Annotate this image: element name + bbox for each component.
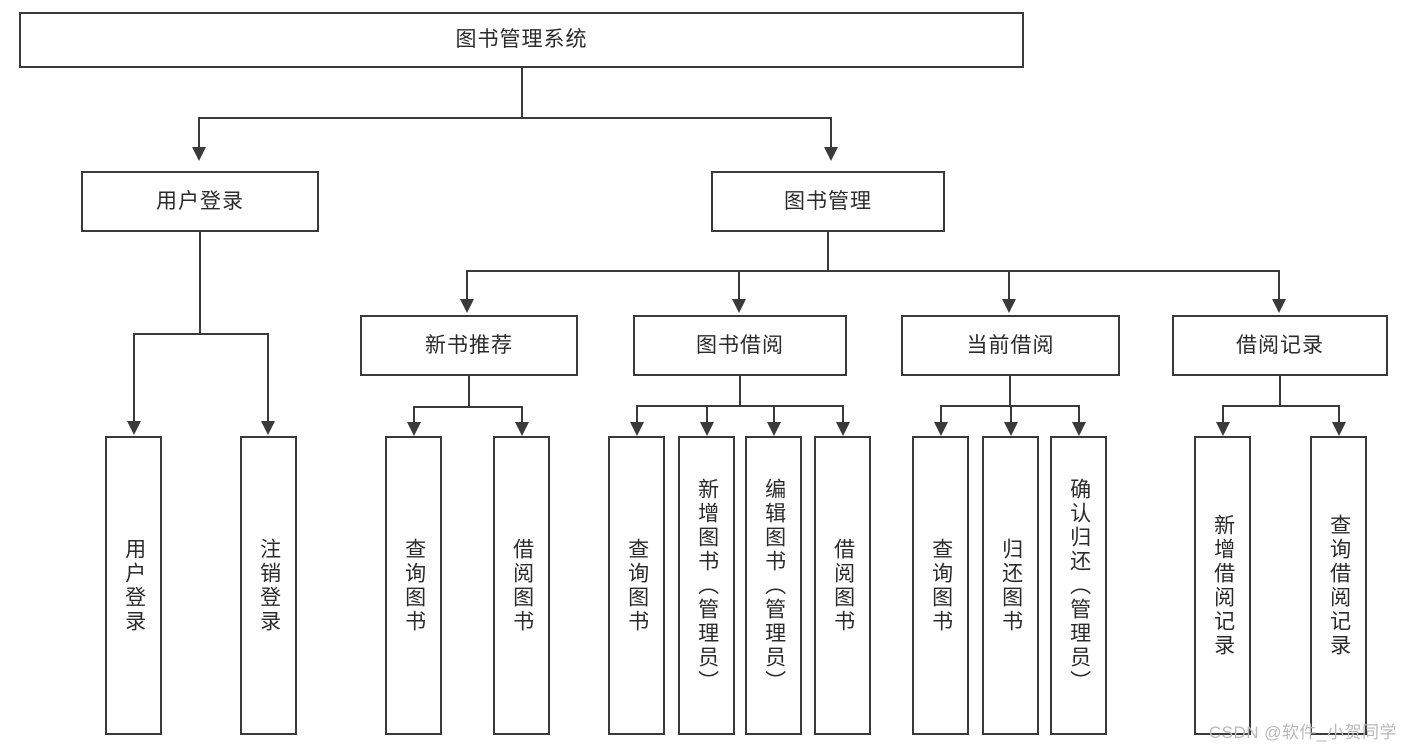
arrowhead-bm-to-book-borrow	[732, 299, 746, 313]
leaf-label: 归还图书	[999, 537, 1023, 634]
arrowhead-nb-to-leaf-0	[407, 422, 421, 436]
arrowhead-bm-to-current-borrow	[1002, 299, 1016, 313]
arrowhead-br-to-leaf-0	[1216, 422, 1230, 436]
node-label: 当前借阅	[966, 333, 1055, 357]
leaf-label: 确认归还（管理员）	[1067, 477, 1091, 694]
arrowhead-bb-to-leaf-0	[630, 422, 644, 436]
connector-user-login-to-leaf-0	[133, 333, 135, 421]
connector-book-borrow-stem	[739, 376, 741, 406]
connector-cb-to-leaf-0	[940, 405, 942, 422]
connector-book-borrow-branch-bar	[636, 405, 844, 407]
node-label: 借阅记录	[1236, 333, 1324, 357]
connector-bm-to-current-borrow	[1008, 270, 1010, 299]
connector-book-management-stem	[827, 232, 829, 271]
leaf-new-book-recommend-1[interactable]: 借阅图书	[493, 436, 550, 735]
arrowhead-user-login-to-leaf-1	[261, 421, 275, 435]
connector-bm-to-book-borrow	[738, 270, 740, 299]
leaf-label: 查询图书	[402, 537, 426, 634]
arrowhead-br-to-leaf-1	[1332, 422, 1346, 436]
connector-root-to-user-login	[198, 117, 200, 147]
connector-root-stem	[521, 68, 523, 118]
leaf-book-borrow-1[interactable]: 新增图书（管理员）	[678, 436, 735, 735]
node-root-book-management-system[interactable]: 图书管理系统	[19, 12, 1024, 68]
leaf-book-borrow-3[interactable]: 借阅图书	[814, 436, 871, 735]
connector-user-login-stem	[199, 232, 201, 334]
connector-nb-to-leaf-1	[521, 406, 523, 422]
leaf-book-borrow-2[interactable]: 编辑图书（管理员）	[745, 436, 802, 735]
connector-root-to-book-management	[830, 117, 832, 147]
connector-root-branch-bar	[198, 117, 832, 119]
leaf-current-borrow-1[interactable]: 归还图书	[982, 436, 1039, 735]
node-current-borrow[interactable]: 当前借阅	[901, 315, 1120, 376]
arrowhead-user-login-to-leaf-0	[127, 421, 141, 435]
connector-current-borrow-stem	[1009, 376, 1011, 406]
arrowhead-cb-to-leaf-2	[1072, 422, 1086, 436]
leaf-label: 编辑图书（管理员）	[762, 477, 786, 694]
arrowhead-bm-to-new-book	[460, 299, 474, 313]
connector-user-login-branch-bar	[133, 333, 267, 335]
node-label: 图书管理系统	[455, 28, 588, 52]
arrowhead-cb-to-leaf-1	[1004, 422, 1018, 436]
leaf-current-borrow-2[interactable]: 确认归还（管理员）	[1050, 436, 1107, 735]
connector-bm-to-borrow-record	[1278, 270, 1280, 299]
arrowhead-bb-to-leaf-2	[767, 422, 781, 436]
node-book-borrow[interactable]: 图书借阅	[633, 315, 847, 376]
arrowhead-bm-to-borrow-record	[1272, 299, 1286, 313]
node-label: 图书管理	[784, 189, 872, 213]
leaf-label: 用户登录	[122, 537, 146, 634]
leaf-book-borrow-0[interactable]: 查询图书	[608, 436, 665, 735]
leaf-borrow-record-0[interactable]: 新增借阅记录	[1194, 436, 1251, 735]
connector-new-book-branch-bar	[413, 406, 523, 408]
connector-bm-to-new-book	[466, 270, 468, 299]
node-label: 用户登录	[156, 189, 244, 213]
leaf-label: 借阅图书	[510, 537, 534, 634]
leaf-user-login-1[interactable]: 注销登录	[240, 436, 297, 735]
node-user-login[interactable]: 用户登录	[81, 171, 319, 232]
connector-br-to-leaf-0	[1222, 405, 1224, 422]
leaf-label: 注销登录	[257, 537, 281, 634]
node-label: 图书借阅	[696, 333, 784, 357]
node-label: 新书推荐	[425, 333, 513, 357]
connector-new-book-stem	[468, 376, 470, 407]
arrowhead-bb-to-leaf-1	[700, 422, 714, 436]
connector-bb-to-leaf-2	[773, 405, 775, 422]
leaf-label: 查询图书	[929, 537, 953, 634]
arrowhead-cb-to-leaf-0	[934, 422, 948, 436]
connector-nb-to-leaf-0	[413, 406, 415, 422]
arrowhead-root-to-book-management	[824, 147, 838, 161]
leaf-label: 借阅图书	[831, 537, 855, 634]
leaf-label: 新增借阅记录	[1211, 513, 1235, 658]
connector-bb-to-leaf-1	[706, 405, 708, 422]
arrowhead-nb-to-leaf-1	[515, 422, 529, 436]
connector-bb-to-leaf-0	[636, 405, 638, 422]
connector-borrow-record-stem	[1279, 376, 1281, 406]
connector-cb-to-leaf-2	[1078, 405, 1080, 422]
connector-br-to-leaf-1	[1338, 405, 1340, 422]
connector-book-management-branch-bar	[466, 270, 1280, 272]
leaf-label: 新增图书（管理员）	[695, 477, 719, 694]
leaf-new-book-recommend-0[interactable]: 查询图书	[385, 436, 442, 735]
connector-borrow-record-branch-bar	[1222, 405, 1338, 407]
leaf-current-borrow-0[interactable]: 查询图书	[912, 436, 969, 735]
node-borrow-record[interactable]: 借阅记录	[1172, 315, 1388, 376]
connector-user-login-to-leaf-1	[267, 333, 269, 421]
node-new-book-recommend[interactable]: 新书推荐	[360, 315, 578, 376]
leaf-borrow-record-1[interactable]: 查询借阅记录	[1310, 436, 1367, 735]
leaf-user-login-0[interactable]: 用户登录	[105, 436, 162, 735]
connector-bb-to-leaf-3	[842, 405, 844, 422]
connector-cb-to-leaf-1	[1010, 405, 1012, 422]
leaf-label: 查询图书	[625, 537, 649, 634]
arrowhead-bb-to-leaf-3	[836, 422, 850, 436]
node-book-management[interactable]: 图书管理	[711, 171, 945, 232]
leaf-label: 查询借阅记录	[1327, 513, 1351, 658]
csdn-watermark: CSDN @软件_小贺同学	[1208, 723, 1397, 742]
arrowhead-root-to-user-login	[192, 147, 206, 161]
